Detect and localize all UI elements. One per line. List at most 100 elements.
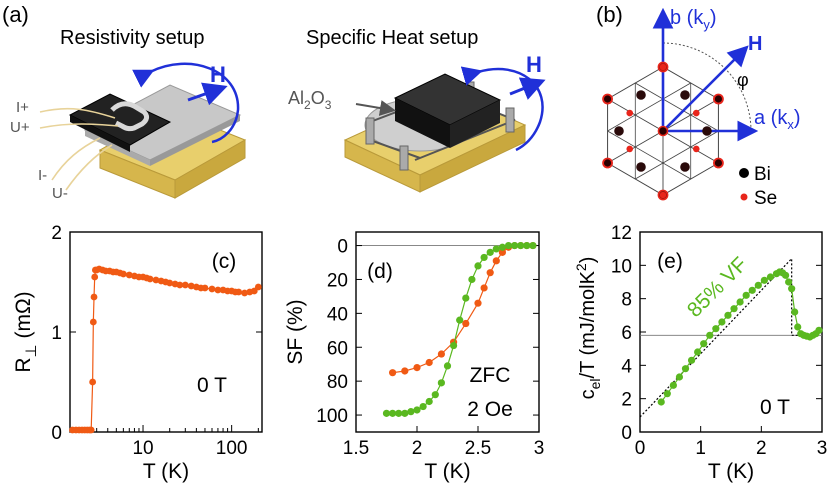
sf-point	[456, 316, 464, 324]
resistance-point	[181, 281, 189, 289]
sf-point	[529, 241, 537, 250]
rotation-arrow-sh	[460, 66, 544, 152]
specific-heat-point	[687, 356, 696, 364]
specific-heat-setup-title: Specific Heat setup	[306, 27, 478, 49]
sf-point	[401, 409, 409, 417]
b-axis-label: b (ky)	[670, 7, 717, 32]
sf-point	[437, 350, 445, 358]
sf-point	[443, 362, 452, 370]
x-tick-label: 1	[695, 438, 706, 459]
field-arrow	[187, 82, 228, 106]
sf-point	[492, 257, 500, 265]
sf-point	[425, 358, 433, 367]
resistance-point	[90, 293, 98, 301]
bi-atom	[680, 90, 690, 100]
field-direction-arrow	[662, 45, 749, 132]
y-tick-label: 2	[621, 390, 632, 411]
resistivity-setup-title: Resistivity setup	[60, 27, 205, 49]
bi-atom-corner	[713, 93, 724, 105]
specific-heat-point	[736, 298, 744, 306]
lattice-line	[607, 130, 691, 180]
bi-atom-corner	[602, 93, 613, 105]
bi-atom	[636, 162, 646, 172]
resistance-point	[166, 279, 174, 287]
lattice-line	[607, 82, 691, 132]
contact-label-u-plus: U+	[10, 119, 30, 136]
y-tick-label: 0	[621, 423, 632, 444]
specific-heat-point	[754, 281, 762, 289]
sf-point	[492, 245, 500, 253]
y-tick-label: 20	[327, 270, 348, 291]
specific-heat-point	[718, 318, 726, 326]
resistance-point	[89, 378, 97, 386]
resistance-point	[235, 288, 243, 296]
resistance-point	[125, 271, 133, 279]
sf-point	[486, 269, 494, 277]
lattice-line	[635, 130, 719, 180]
sf-point	[480, 284, 488, 292]
chart-e-annotation-field: 0 T	[760, 396, 790, 419]
hexagon-lattice	[602, 7, 759, 201]
sf-point	[401, 367, 409, 375]
sf-point	[474, 299, 482, 307]
sf-point	[504, 241, 513, 250]
specific-heat-point	[785, 278, 793, 286]
resistance-point	[254, 283, 262, 291]
chart-d-axes-frame	[355, 231, 540, 433]
sf-point	[510, 241, 519, 250]
specific-heat-point	[788, 285, 796, 293]
sf-point	[389, 369, 397, 377]
specific-heat-point	[760, 276, 768, 284]
y-tick-label: 60	[327, 338, 348, 359]
panel-a-label: (a)	[2, 2, 29, 27]
y-tick-label: 1	[51, 323, 62, 344]
sf-point	[498, 248, 506, 256]
specific-heat-point	[675, 373, 684, 381]
field-label-sh: H	[526, 52, 542, 77]
resistance-point	[214, 286, 222, 294]
bi-atom	[702, 126, 712, 136]
resistance-point	[176, 281, 184, 289]
y-tick-label: 8	[621, 290, 632, 311]
legend-bi-marker	[739, 168, 749, 178]
specific-heat-point	[782, 271, 790, 279]
se-atom	[692, 145, 700, 153]
y-tick-label: 10	[611, 256, 632, 277]
bi-atom-corner	[602, 157, 613, 169]
resistivity-device-illustration: I+ U+ I- U- H	[10, 62, 247, 202]
chart-d-annotation-field: 2 Oe	[467, 398, 513, 421]
y-tick-label: 40	[327, 304, 348, 325]
field-arrow-sh	[509, 77, 546, 100]
chart-c-ylabel: R⊥ (mΩ)	[12, 291, 40, 372]
chart-e-panel-label: (e)	[657, 250, 683, 273]
specific-heat-point	[706, 331, 714, 339]
resistance-point	[152, 276, 160, 284]
x-tick-label: 3	[534, 438, 545, 459]
specific-heat-point	[669, 381, 677, 389]
y-tick-label: 6	[621, 323, 632, 344]
sf-point	[419, 402, 427, 411]
lattice-line	[635, 82, 719, 132]
panel-b: (b) b (ky) a (kx) H φ Bi Se	[596, 2, 801, 209]
specific-heat-point	[657, 398, 665, 406]
y-tick-label: 4	[621, 356, 632, 377]
specific-heat-point	[742, 291, 750, 299]
contact-label-i-minus: I-	[38, 167, 47, 184]
x-tick-label: 10	[132, 438, 153, 459]
rotation-arrow	[132, 62, 240, 144]
resistance-point	[87, 426, 95, 434]
sf-point	[395, 409, 403, 417]
resistance-point	[146, 275, 154, 283]
x-tick-label: 100	[216, 438, 248, 459]
contact-label-i-plus: I+	[16, 99, 29, 116]
field-label-b: H	[748, 33, 762, 55]
y-tick-label: 0	[337, 237, 348, 258]
specific-heat-point	[748, 286, 756, 294]
chart-d-ylabel: SF (%)	[284, 299, 307, 364]
sf-point	[437, 379, 445, 387]
chart-c-panel-label: (c)	[212, 250, 237, 273]
resistance-point	[91, 273, 99, 281]
